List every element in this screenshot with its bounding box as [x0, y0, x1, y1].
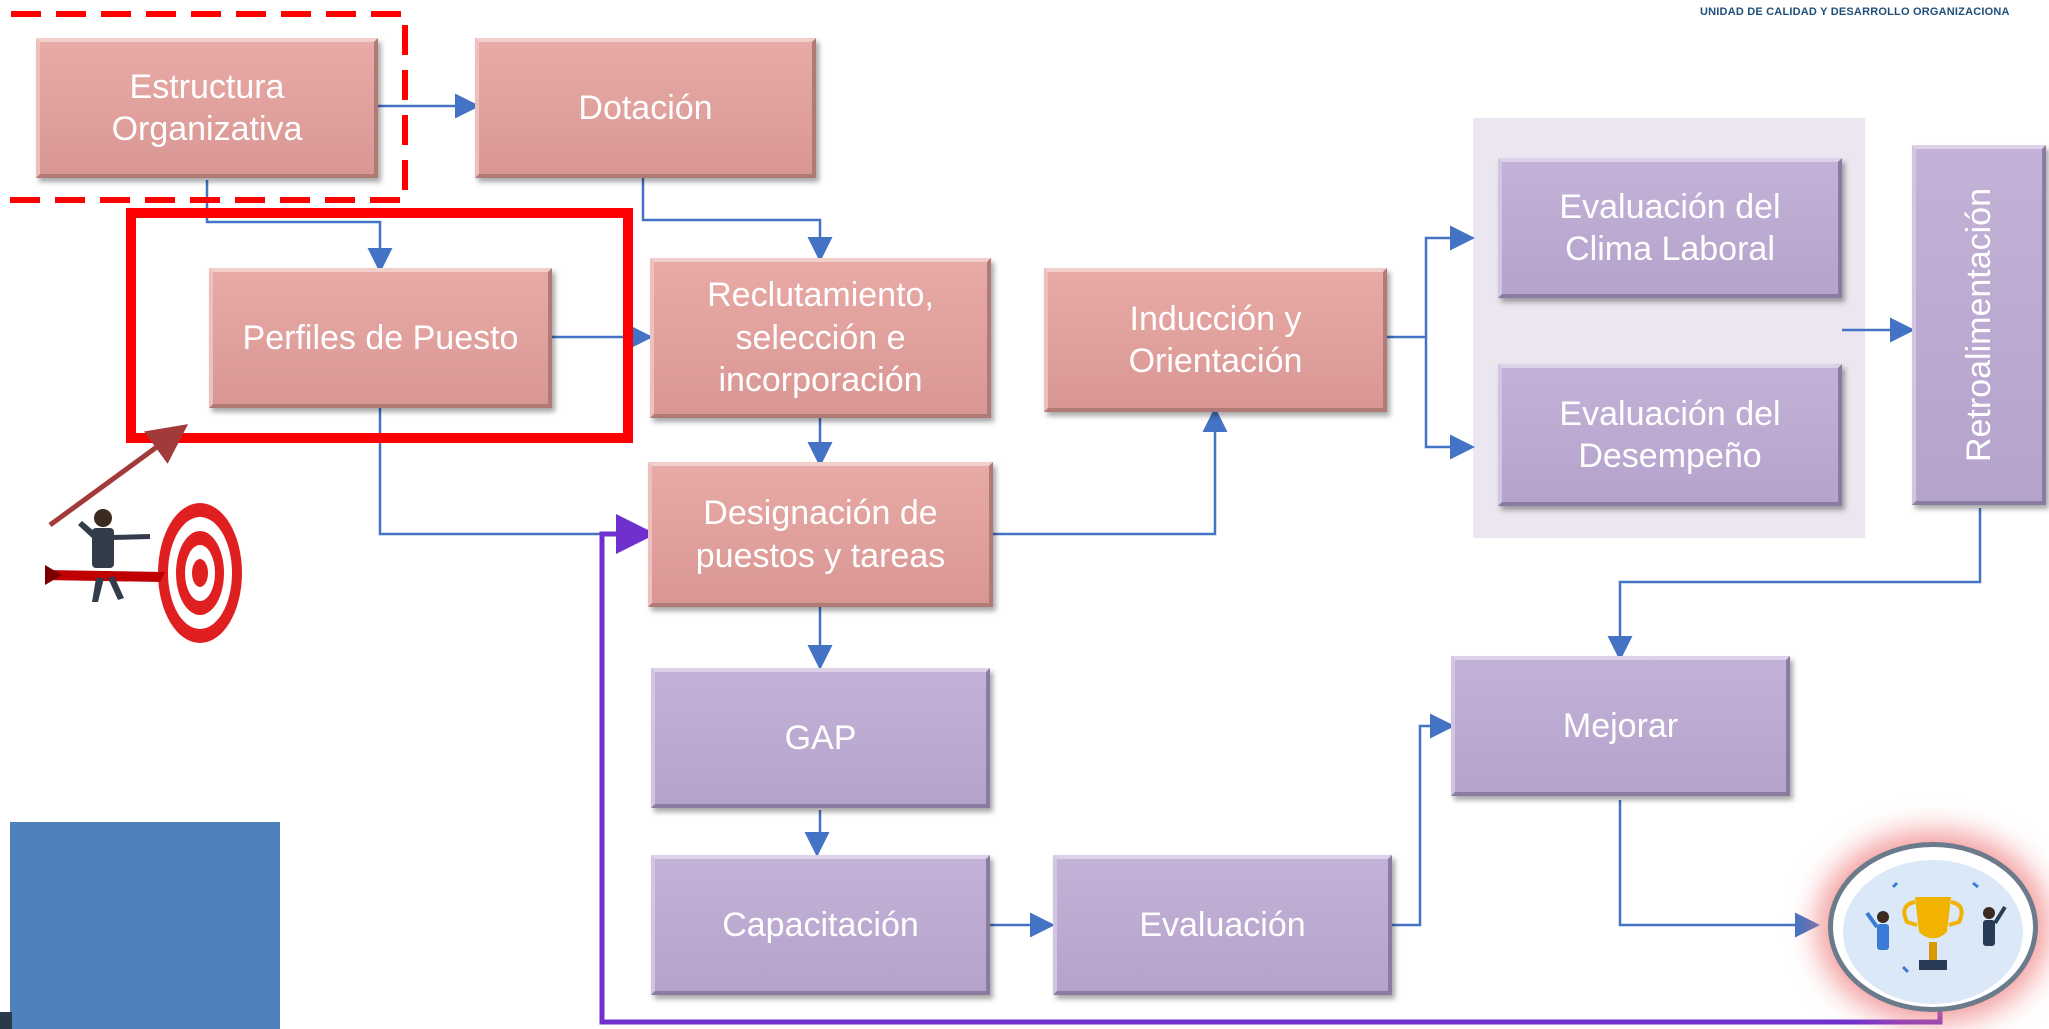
designacion-box: Designación de puestos y tareas	[648, 462, 993, 607]
trophy-circle	[1828, 842, 2038, 1012]
blue-block	[10, 822, 280, 1029]
mejorar-box: Mejorar	[1451, 656, 1790, 796]
capacitacion-box: Capacitación	[651, 855, 990, 995]
dark-corner	[0, 1012, 12, 1029]
retroalimentacion-label: Retroalimentación	[1959, 187, 1998, 463]
gap-box: GAP	[651, 668, 990, 808]
retroalimentacion-box: Retroalimentación	[1912, 145, 2046, 505]
evaluacion-desempeno-box: Evaluación del Desempeño	[1498, 364, 1842, 506]
perfiles-de-puesto-box: Perfiles de Puesto	[209, 268, 552, 408]
dotacion-box: Dotación	[475, 38, 816, 178]
trophy-icon	[1843, 860, 2023, 1004]
org-label: UNIDAD DE CALIDAD Y DESARROLLO ORGANIZAC…	[1700, 6, 2010, 18]
induccion-box: Inducción y Orientación	[1044, 268, 1387, 412]
estructura-organizativa-box: Estructura Organizativa	[36, 38, 378, 178]
evaluacion-clima-box: Evaluación del Clima Laboral	[1498, 158, 1842, 298]
reclutamiento-box: Reclutamiento, selección e incorporación	[650, 258, 991, 418]
evaluacion-box: Evaluación	[1053, 855, 1392, 995]
